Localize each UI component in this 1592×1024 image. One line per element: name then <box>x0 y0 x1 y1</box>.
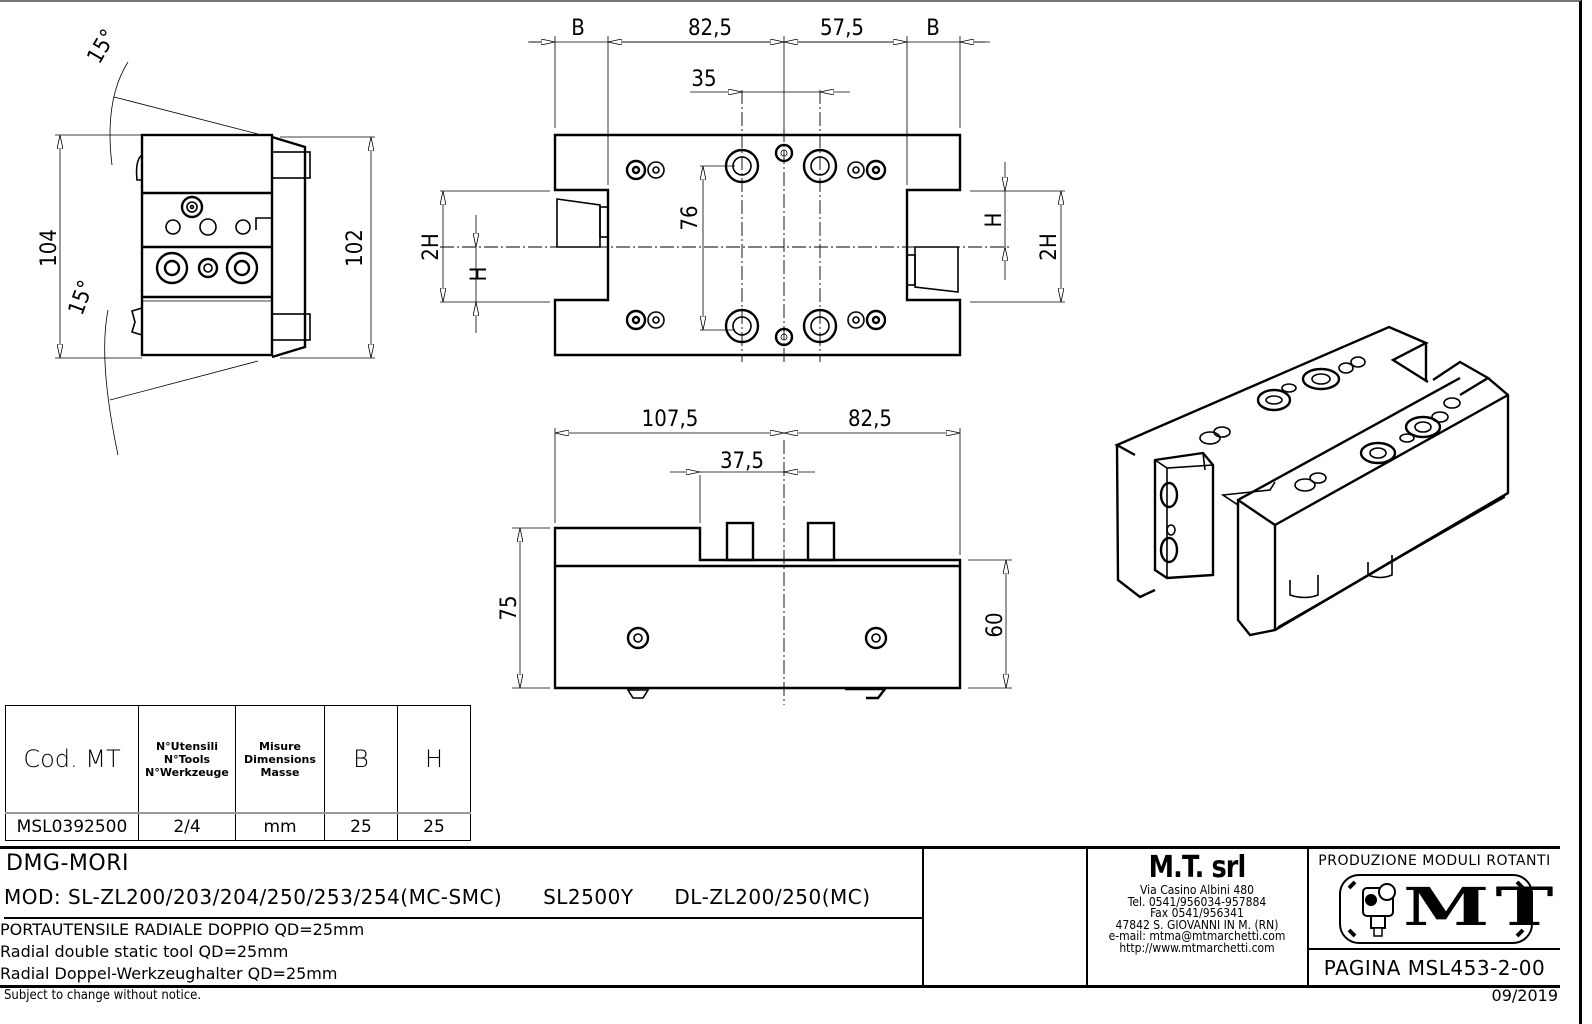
client-name: DMG-MORI <box>6 851 129 876</box>
dim-102: 102 <box>343 229 368 267</box>
header-tools-en: N°Tools <box>163 752 211 766</box>
dim-107-5: 107,5 <box>642 407 699 432</box>
company-tel: Tel. 0541/956034-957884 <box>1127 894 1267 909</box>
bolt-holes <box>625 143 887 347</box>
side-view: 104 102 15° 15° <box>37 25 375 456</box>
header-dimensions: Misure Dimensions Masse <box>235 705 325 814</box>
dim-b-right: B <box>926 16 940 41</box>
dim-82-5-front: 82,5 <box>848 407 892 432</box>
dim-b-left: B <box>571 16 585 41</box>
table-row: MSL0392500 2/4 mm 25 25 <box>5 812 471 841</box>
header-dim-de: Masse <box>260 765 300 779</box>
cell-h: 25 <box>397 812 471 841</box>
dim-104: 104 <box>37 229 62 267</box>
dim-76: 76 <box>678 205 703 230</box>
company-email[interactable]: e-mail: mtma@mtmarchetti.com <box>1108 929 1286 943</box>
description: PORTAUTENSILE RADIALE DOPPIO QD=25mm Rad… <box>0 919 918 985</box>
company-address: Via Casino Albini 480 <box>1140 883 1254 897</box>
title-left: DMG-MORI MOD: SL-ZL200/203/204/250/253/2… <box>0 849 924 985</box>
isometric-view <box>1114 325 1510 637</box>
company-fax: Fax 0541/956341 <box>1150 906 1244 920</box>
revision-date: 09/2019 <box>1491 986 1558 1005</box>
header-dim-it: Misure <box>259 739 301 753</box>
top-view: B 82,5 57,5 B 35 76 2H H 2H H <box>419 16 1065 362</box>
dim-2h-right: 2H <box>1037 233 1062 260</box>
company-website[interactable]: http://www.mtmarchetti.com <box>1119 940 1275 955</box>
company-info: M.T. srl Via Casino Albini 480 Tel. 0541… <box>1087 849 1309 985</box>
spec-table: Cod. MT N°Utensili N°Tools N°Werkzeuge M… <box>5 705 471 841</box>
production-label: PRODUZIONE MODULI ROTANTI <box>1318 853 1551 869</box>
model-2: SL2500Y <box>543 885 634 909</box>
logo-graphic-icon <box>1347 880 1525 938</box>
dim-57-5: 57,5 <box>820 16 864 41</box>
dim-75: 75 <box>497 595 522 620</box>
company-city: 47842 S. GIOVANNI IN M. (RN) <box>1115 917 1279 932</box>
model-3: DL-ZL200/250(MC) <box>674 885 871 909</box>
dim-2h-left: 2H <box>419 233 444 260</box>
description-it: PORTAUTENSILE RADIALE DOPPIO QD=25mm <box>0 920 365 939</box>
dim-82-5: 82,5 <box>688 16 732 41</box>
dim-h-left: H <box>467 267 492 282</box>
cell-code: MSL0392500 <box>5 812 139 841</box>
header-dim-en: Dimensions <box>244 752 316 766</box>
dim-35: 35 <box>691 67 716 92</box>
brand-block: PRODUZIONE MODULI ROTANTI MT PAGINA MSL4… <box>1309 849 1560 985</box>
angle-bottom: 15° <box>64 277 99 319</box>
company-name: M.T. srl <box>1148 850 1247 885</box>
page-number: PAGINA MSL453-2-00 <box>1309 948 1560 987</box>
empty-cell <box>924 849 1088 985</box>
header-tools-de: N°Werkzeuge <box>145 765 229 779</box>
dim-60: 60 <box>983 612 1008 637</box>
dim-h-right: H <box>982 213 1007 228</box>
cell-b: 25 <box>324 812 398 841</box>
front-view: 107,5 82,5 37,5 75 60 <box>497 407 1012 705</box>
description-en: Radial double static tool QD=25mm <box>0 942 289 961</box>
logo-text: MT <box>1403 877 1560 938</box>
title-block: DMG-MORI MOD: SL-ZL200/203/204/250/253/2… <box>0 846 1560 988</box>
angle-top: 15° <box>83 25 122 68</box>
header-b: B <box>324 705 398 814</box>
model-1: MOD: SL-ZL200/203/204/250/253/254(MC-SMC… <box>4 885 503 909</box>
header-code: Cod. MT <box>5 705 139 814</box>
description-de: Radial Doppel-Werkzeughalter QD=25mm <box>0 964 338 983</box>
notice: Subject to change without notice. <box>4 988 202 1003</box>
header-h: H <box>397 705 471 814</box>
cell-tools: 2/4 <box>138 812 236 841</box>
mt-logo: MT <box>1339 874 1553 944</box>
model-list: MOD: SL-ZL200/203/204/250/253/254(MC-SMC… <box>4 885 905 909</box>
header-tools: N°Utensili N°Tools N°Werkzeuge <box>138 705 236 814</box>
dim-37-5: 37,5 <box>720 449 764 474</box>
cell-dimensions: mm <box>235 812 325 841</box>
machine-info: DMG-MORI MOD: SL-ZL200/203/204/250/253/2… <box>4 849 922 919</box>
header-tools-it: N°Utensili <box>155 739 219 753</box>
technical-drawing: 104 102 15° 15° <box>37 16 1510 705</box>
